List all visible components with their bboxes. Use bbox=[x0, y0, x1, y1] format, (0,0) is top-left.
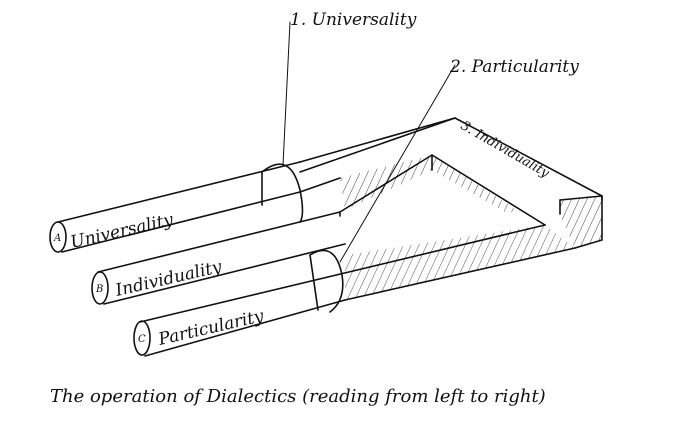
rod-end-c: C bbox=[138, 334, 146, 345]
top-label-individuality: 3. Individuality bbox=[458, 118, 552, 181]
rod-end-a: A bbox=[53, 233, 61, 244]
top-label-particularity: 2. Particularity bbox=[449, 57, 579, 77]
rod-particularity: C bbox=[133, 224, 546, 357]
rod-end-b: B bbox=[95, 284, 103, 295]
top-label-universality: 1. Universality bbox=[290, 10, 417, 30]
rod-universality: A bbox=[49, 117, 456, 253]
pointer-universality bbox=[282, 21, 291, 166]
pointer-particularity bbox=[339, 64, 456, 263]
caption: The operation of Dialectics (reading fro… bbox=[50, 386, 546, 407]
rod-individuality: B bbox=[91, 211, 346, 305]
rod-label-universality: Universality bbox=[69, 210, 176, 253]
rod-label-particularity: Particularity bbox=[156, 306, 266, 350]
